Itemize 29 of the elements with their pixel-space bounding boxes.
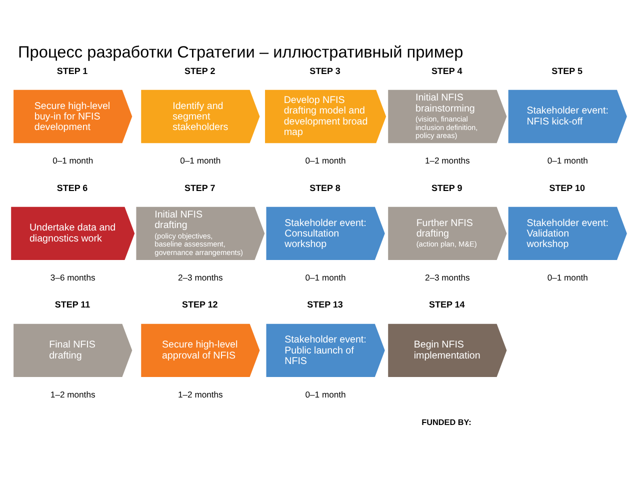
node-label: STEP 13 [307, 299, 343, 310]
node-label: STEP 8 [310, 182, 340, 192]
node-label: 1–2 months [178, 388, 223, 399]
node-label: STEP 1 [56, 65, 88, 76]
node-label: 2–3 months [178, 272, 223, 282]
node-label: 0–1 month [547, 272, 588, 282]
node-label: 0–1 month [180, 154, 221, 165]
node-label: 0–1 month [52, 154, 94, 165]
node-label: STEP 2 [184, 65, 216, 76]
node-label: 0–1 month [305, 272, 346, 282]
node-label: 0–1 month [547, 154, 588, 165]
node-label: STEP 5 [552, 65, 582, 76]
node-label: STEP 12 [182, 299, 218, 310]
node-label: STEP 10 [549, 182, 586, 192]
node-label: 3–6 months [50, 272, 96, 282]
node-label: STEP 11 [54, 299, 90, 310]
node-label: 1–2 months [424, 154, 470, 165]
node-label: 0–1 month [305, 154, 346, 165]
node-label: STEP 4 [431, 65, 462, 76]
node-label: STEP 14 [428, 299, 465, 310]
node-label: 2–3 months [424, 272, 470, 282]
node-label: STEP 6 [56, 182, 88, 192]
node-label: 0–1 month [305, 388, 346, 399]
node-label: STEP 3 [310, 65, 340, 76]
label: FUNDED BY: [422, 418, 472, 427]
diagram-title: Процесс разработки Стратегии – иллюстративный пример [18, 43, 464, 62]
node-label: STEP 9 [431, 182, 462, 192]
node-label: 1–2 months [50, 388, 96, 399]
node-label: STEP 7 [184, 182, 216, 192]
